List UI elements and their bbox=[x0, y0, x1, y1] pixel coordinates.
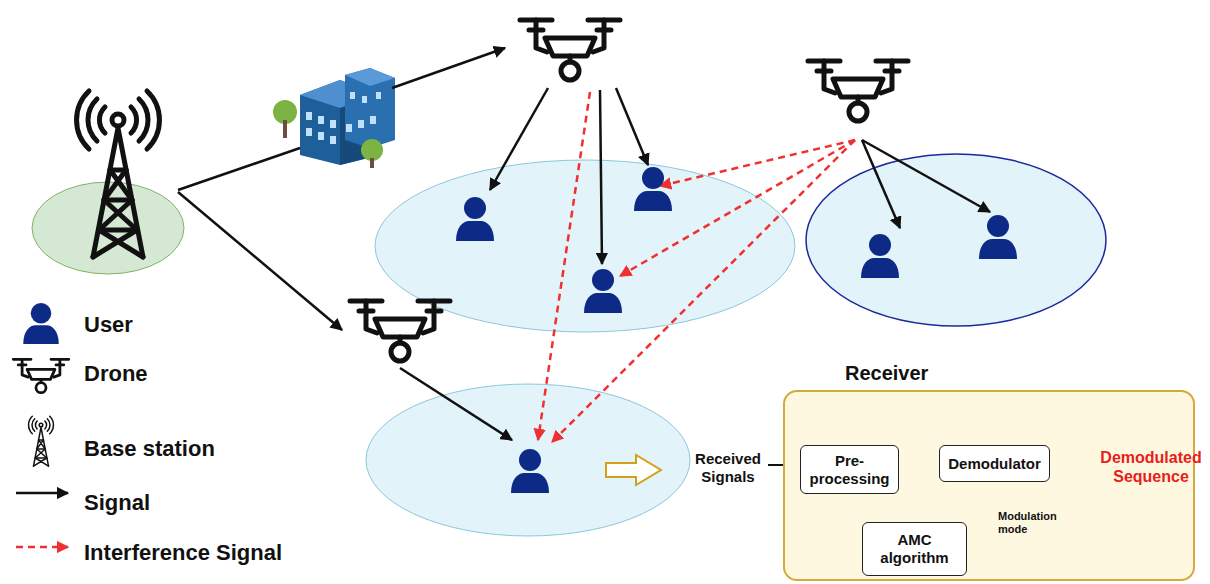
signal-arrow bbox=[178, 192, 342, 330]
box-label: Pre- processing bbox=[801, 452, 898, 488]
interference-arrow bbox=[620, 140, 855, 276]
output-label: Demodulated Sequence bbox=[1098, 448, 1204, 486]
legend-text: Interference Signal bbox=[84, 540, 282, 566]
process-box: AMC algorithm bbox=[862, 522, 967, 576]
building-icon bbox=[273, 68, 395, 168]
user-icon bbox=[634, 167, 672, 211]
interference-arrow bbox=[538, 92, 590, 440]
user-icon bbox=[979, 215, 1017, 259]
process-box: Demodulator bbox=[939, 445, 1050, 482]
process-box: Pre- processing bbox=[800, 445, 899, 494]
drone-cell bbox=[806, 154, 1106, 326]
box-label: Demodulator bbox=[944, 455, 1045, 473]
user-icon bbox=[861, 234, 899, 278]
legend-text: Drone bbox=[84, 361, 148, 387]
legend-signal-sample bbox=[16, 492, 68, 495]
drone-icon bbox=[520, 20, 620, 80]
legend-text: Signal bbox=[84, 490, 150, 516]
box-label: AMC algorithm bbox=[863, 531, 966, 567]
signal-arrow bbox=[616, 88, 648, 165]
base-station-icon bbox=[77, 91, 160, 257]
user-icon bbox=[511, 449, 549, 493]
edge-label: Modulation mode bbox=[998, 510, 1060, 536]
receiver-panel: ReceiverPre- processingDemodulatorAMC al… bbox=[783, 390, 1195, 581]
input-label: Received Signals bbox=[688, 450, 768, 486]
legend-text: Base station bbox=[84, 436, 215, 462]
legend-text: User bbox=[84, 312, 133, 338]
signal-arrow bbox=[392, 48, 505, 88]
legend-drone-icon bbox=[13, 359, 69, 392]
drone-cell bbox=[375, 160, 795, 332]
signal-arrow bbox=[600, 90, 602, 264]
panel-heading: Receiver bbox=[845, 362, 928, 385]
user-icon bbox=[584, 269, 622, 313]
legend-tower-icon bbox=[29, 416, 54, 466]
backhaul-line bbox=[178, 148, 300, 190]
signal-arrow bbox=[862, 140, 990, 212]
drone-icon bbox=[350, 301, 450, 361]
hollow-arrow bbox=[606, 455, 661, 485]
interference-arrow bbox=[660, 140, 855, 186]
signal-arrow bbox=[862, 140, 900, 228]
drone-cell bbox=[366, 384, 690, 536]
legend-user-icon bbox=[23, 303, 58, 344]
drone-icon bbox=[808, 61, 908, 121]
legend-interference-sample bbox=[16, 546, 68, 549]
signal-arrow bbox=[400, 368, 512, 440]
user-icon bbox=[456, 197, 494, 241]
signal-arrow bbox=[490, 88, 548, 190]
